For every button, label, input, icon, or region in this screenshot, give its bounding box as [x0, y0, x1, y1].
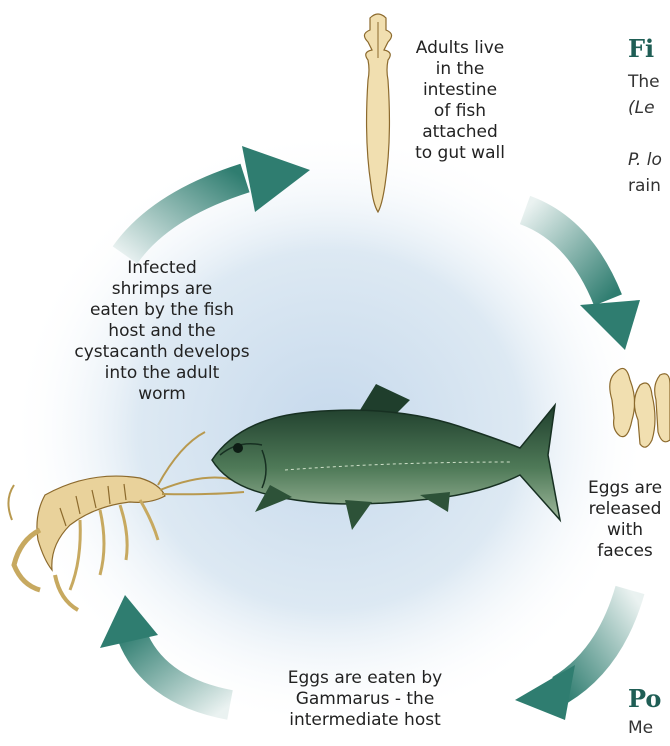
shrimps-eaten-label: Infected shrimps are eaten by the fish h… — [52, 258, 272, 405]
side-text-line-2: (Le — [628, 98, 655, 118]
side-text-line-4: rain — [628, 176, 661, 196]
side-text-line-3: P. lo — [628, 150, 662, 170]
eggs-eaten-label: Eggs are eaten by Gammarus - the interme… — [255, 668, 475, 731]
section-heading-bottom: Po — [628, 684, 661, 713]
section-heading-top: Fi — [628, 34, 654, 63]
eggs-released-label: Eggs are released with faeces — [570, 478, 670, 562]
side-text-line-5: Me — [628, 718, 653, 738]
adults-label: Adults live in the intestine of fish att… — [390, 38, 530, 164]
side-text-line-1: The — [628, 72, 660, 92]
